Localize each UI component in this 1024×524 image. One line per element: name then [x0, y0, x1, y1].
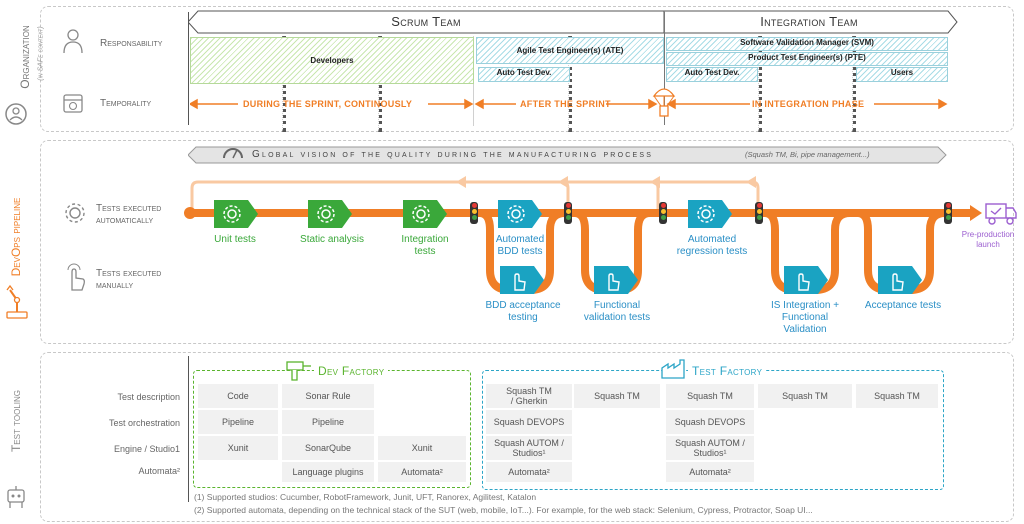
auto-test-dev-band-1: Auto Test Dev.: [478, 67, 570, 82]
traffic-light-3: [659, 202, 667, 224]
dev-cell: Code: [198, 384, 278, 408]
drill-icon: [286, 361, 311, 381]
robot-arm-icon: [6, 284, 28, 319]
bdd-tests-gear-icon: [498, 200, 542, 228]
traffic-light-1: [470, 202, 478, 224]
pipeline-panel: [40, 140, 1014, 344]
test-cell: Squash TM: [856, 384, 938, 408]
dev-cell: Sonar Rule: [282, 384, 374, 408]
dev-cell: Language plugins: [282, 462, 374, 482]
factory-icon: [661, 359, 685, 379]
pipeline-title: DevOps pipeline: [9, 197, 23, 277]
dev-cell: SonarQube: [282, 436, 374, 460]
person-icon: [63, 29, 83, 54]
global-vision-text: Global vision of the quality during the …: [252, 149, 654, 160]
temporality-arrows: [190, 98, 948, 110]
traffic-light-2: [564, 202, 572, 224]
functional-validation-hand-icon: [594, 266, 638, 294]
parachute-icon: [652, 88, 676, 117]
integration-phase-label: IN INTEGRATION PHASE: [752, 99, 865, 109]
test-cell: Automata²: [486, 462, 572, 482]
auto-test-dev-band-2: Auto Test Dev.: [666, 67, 758, 82]
organization-subtitle: (in SAFe context): [37, 26, 45, 81]
tooling-title: Test tooling: [9, 389, 23, 453]
dev-cell: Xunit: [198, 436, 278, 460]
integration-team-header: Integration Team: [760, 14, 858, 29]
global-vision-bar: [188, 146, 947, 164]
separator-1: [188, 12, 189, 125]
regression-tests-gear-icon: [688, 200, 732, 228]
test-cell: Squash TM: [574, 384, 660, 408]
is-integration-hand-icon: [784, 266, 828, 294]
hand-icon: [67, 263, 85, 291]
users-band: Users: [856, 67, 948, 82]
dev-factory-title: Dev Factory: [314, 364, 389, 378]
test-cell: Squash DEVOPS: [486, 410, 572, 434]
svm-band: Software Validation Manager (SVM): [666, 37, 948, 51]
dev-cell: Pipeline: [198, 410, 278, 434]
unit-tests-label: Unit tests: [214, 234, 256, 245]
acceptance-tests-label: Acceptance tests: [864, 300, 942, 311]
organization-panel: [40, 6, 1014, 132]
organization-title: Organization: [18, 25, 32, 89]
row-label-orchestration: Test orchestration: [108, 418, 180, 428]
integration-tests-gear-icon: [403, 200, 447, 228]
scrum-team-header: Scrum Team: [391, 14, 461, 29]
truck-icon: [985, 203, 1017, 225]
test-cell: Squash AUTOM /Studios¹: [486, 436, 572, 460]
static-analysis-label: Static analysis: [300, 234, 364, 245]
during-sprint-label: DURING THE SPRINT, CONTINOUSLY: [243, 99, 413, 109]
organization-icon: [5, 103, 27, 125]
unit-tests-gear-icon: [214, 200, 258, 228]
bdd-acceptance-hand-icon: [500, 266, 544, 294]
developers-band: Developers: [190, 37, 474, 84]
row-label-description: Test description: [117, 392, 180, 402]
separator-3: [664, 12, 665, 125]
test-factory-title: Test Factory: [688, 364, 767, 378]
responsability-label: Responsability: [100, 38, 163, 49]
footnote-1: (1) Supported studios: Cucumber, RobotFr…: [194, 492, 537, 502]
dev-cell: Xunit: [378, 436, 466, 460]
static-analysis-gear-icon: [308, 200, 352, 228]
test-cell: Automata²: [666, 462, 754, 482]
row-label-automata: Automata²: [138, 466, 180, 476]
ate-band: Agile Test Engineer(s) (ATE): [476, 37, 664, 64]
dev-cell: Automata²: [378, 462, 466, 482]
footnote-2: (2) Supported automata, depending on the…: [194, 505, 813, 515]
robot-icon: [7, 486, 25, 508]
temporality-label: Temporality: [100, 98, 152, 109]
tooling-separator: [188, 356, 189, 502]
calendar-icon: [63, 94, 83, 113]
pte-band: Product Test Engineer(s) (PTE): [666, 52, 948, 66]
gear-icon: [65, 203, 85, 223]
test-cell: Squash TM: [666, 384, 754, 408]
row-label-engine: Engine / Studio1: [113, 444, 180, 454]
test-cell: Squash DEVOPS: [666, 410, 754, 434]
traffic-light-5: [944, 202, 952, 224]
traffic-light-4: [755, 202, 763, 224]
tooling-panel: [40, 352, 1014, 522]
dev-cell: Pipeline: [282, 410, 374, 434]
test-cell: Squash TM/ Gherkin: [486, 384, 572, 408]
after-sprint-label: AFTER THE SPRINT: [520, 99, 611, 109]
test-cell: Squash AUTOM /Studios¹: [666, 436, 754, 460]
global-vision-note: (Squash TM, Bi, pipe management...): [745, 150, 870, 159]
gauge-icon: [223, 148, 243, 159]
test-cell: Squash TM: [758, 384, 852, 408]
acceptance-tests-hand-icon: [878, 266, 922, 294]
